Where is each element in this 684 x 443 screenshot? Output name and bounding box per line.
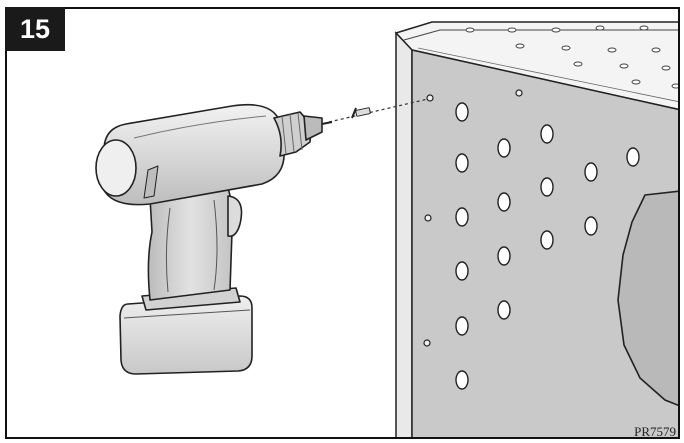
panel-side-edge <box>395 31 413 437</box>
perforated-panel <box>394 21 678 437</box>
octagonal-cutout <box>617 190 678 407</box>
step-number-badge: 15 <box>5 7 65 51</box>
screw-icon <box>328 98 429 123</box>
cordless-drill-icon <box>95 103 333 375</box>
part-number-label: PR7579 <box>634 424 676 439</box>
